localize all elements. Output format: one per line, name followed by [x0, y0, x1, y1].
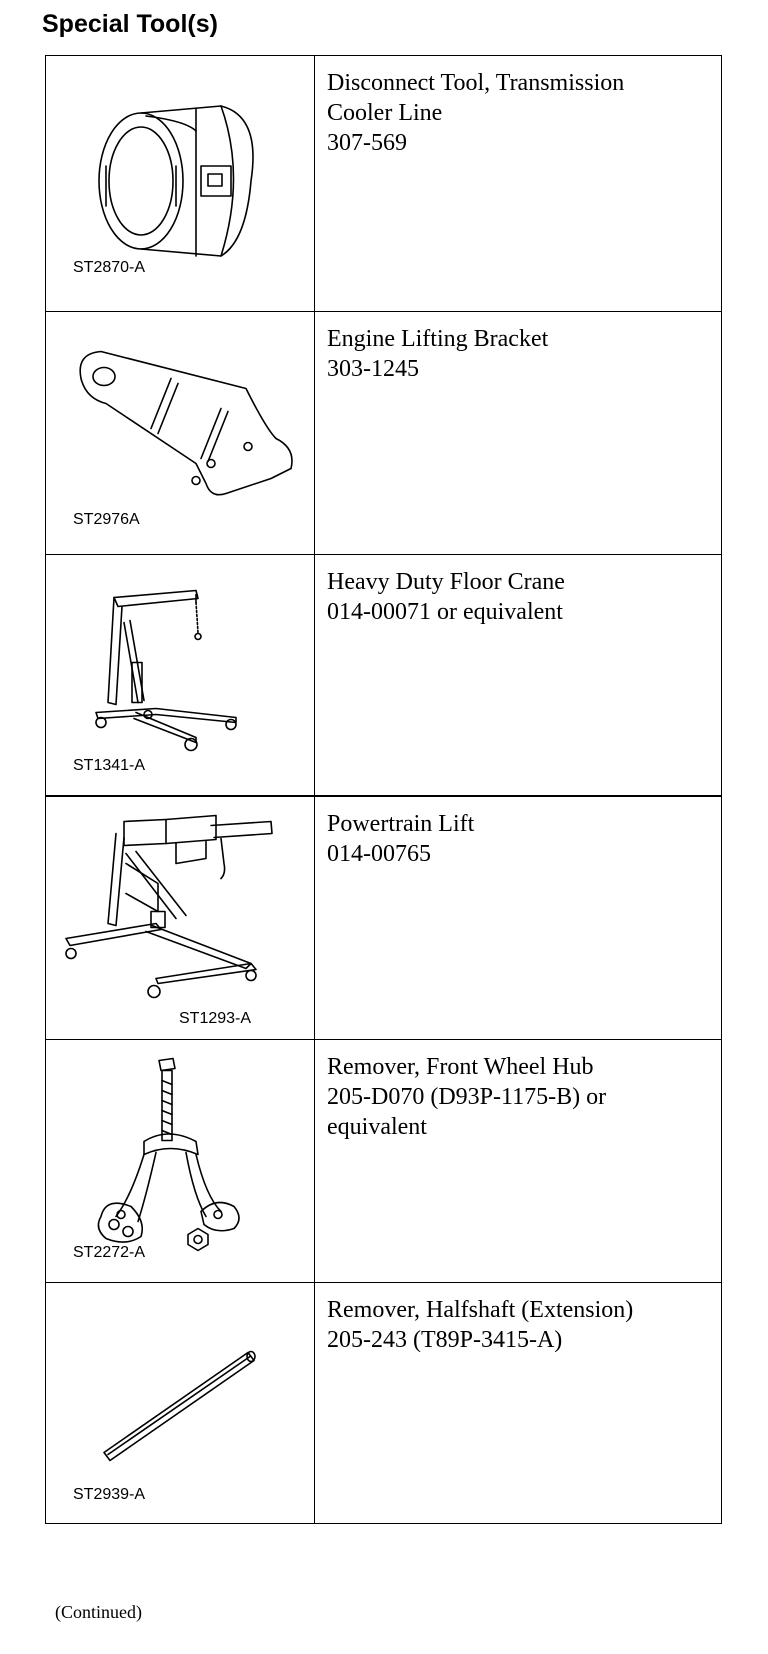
tool-image-code: ST1293-A [179, 1010, 252, 1027]
tool-image-code: ST1341-A [73, 757, 146, 774]
table-row: ST2870-A Disconnect Tool, Transmission C… [45, 55, 722, 312]
tool-image-code: ST2272-A [73, 1244, 146, 1261]
tool-name-line-1: Remover, Halfshaft (Extension) [327, 1297, 634, 1323]
tool-description-cell: Remover, Front Wheel Hub 205-D070 (D93P-… [314, 1039, 722, 1283]
tool-image-cell: ST1341-A [45, 554, 315, 797]
tool-image-cell: ST2870-A [45, 55, 315, 312]
tool-name-line-1: Remover, Front Wheel Hub [327, 1054, 594, 1080]
tool-name-line-1: Engine Lifting Bracket [327, 326, 549, 352]
tool-name-line-1: Heavy Duty Floor Crane [327, 569, 565, 595]
section-title: Special Tool(s) [42, 10, 218, 38]
tool-part-number: 014-00765 [327, 841, 431, 867]
tool-description-cell: Heavy Duty Floor Crane 014-00071 or equi… [314, 554, 722, 797]
tool-image-code: ST2870-A [73, 259, 146, 276]
table-row: ST1341-A Heavy Duty Floor Crane 014-0007… [45, 554, 722, 797]
tool-image-code: ST2976A [73, 511, 140, 528]
tool-image-code: ST2939-A [73, 1486, 146, 1503]
tool-name-line-1: Powertrain Lift [327, 811, 475, 837]
powertrain-lift-icon [65, 814, 273, 999]
tool-name-line-2: Cooler Line [327, 100, 443, 126]
floor-crane-icon [95, 589, 237, 752]
tool-name-line-3: equivalent [327, 1114, 427, 1140]
tool-part-number: 014-00071 or equivalent [327, 599, 563, 625]
tool-image-cell: ST2976A [45, 311, 315, 555]
tool-part-number: 307-569 [327, 130, 407, 156]
tool-description-cell: Engine Lifting Bracket 303-1245 [314, 311, 722, 555]
tool-image-cell: ST2939-A [45, 1282, 315, 1524]
tool-part-number: 205-243 (T89P-3415-A) [327, 1327, 563, 1353]
table-row: ST2272-A Remover, Front Wheel Hub 205-D0… [45, 1039, 722, 1283]
special-tools-table: ST2870-A Disconnect Tool, Transmission C… [45, 55, 722, 1524]
wheel-hub-remover-icon [97, 1057, 240, 1252]
tool-part-number: 303-1245 [327, 356, 419, 382]
halfshaft-remover-extension-icon [103, 1350, 256, 1462]
tool-name-line-1: Disconnect Tool, Transmission [327, 70, 625, 96]
table-row: ST2939-A Remover, Halfshaft (Extension) … [45, 1282, 722, 1524]
table-row: ST2976A Engine Lifting Bracket 303-1245 [45, 311, 722, 555]
tool-part-number: 205-D070 (D93P-1175-B) or [327, 1084, 607, 1110]
tool-description-cell: Disconnect Tool, Transmission Cooler Lin… [314, 55, 722, 312]
tool-description-cell: Remover, Halfshaft (Extension) 205-243 (… [314, 1282, 722, 1524]
tool-image-cell: ST2272-A [45, 1039, 315, 1283]
tool-description-cell: Powertrain Lift 014-00765 [314, 795, 722, 1040]
engine-lifting-bracket-icon [79, 350, 293, 496]
table-row: ST1293-A Powertrain Lift 014-00765 [45, 795, 722, 1040]
continued-note: (Continued) [55, 1602, 142, 1622]
transmission-cooler-line-disconnect-tool-icon [98, 105, 254, 257]
tool-image-cell: ST1293-A [45, 795, 315, 1040]
